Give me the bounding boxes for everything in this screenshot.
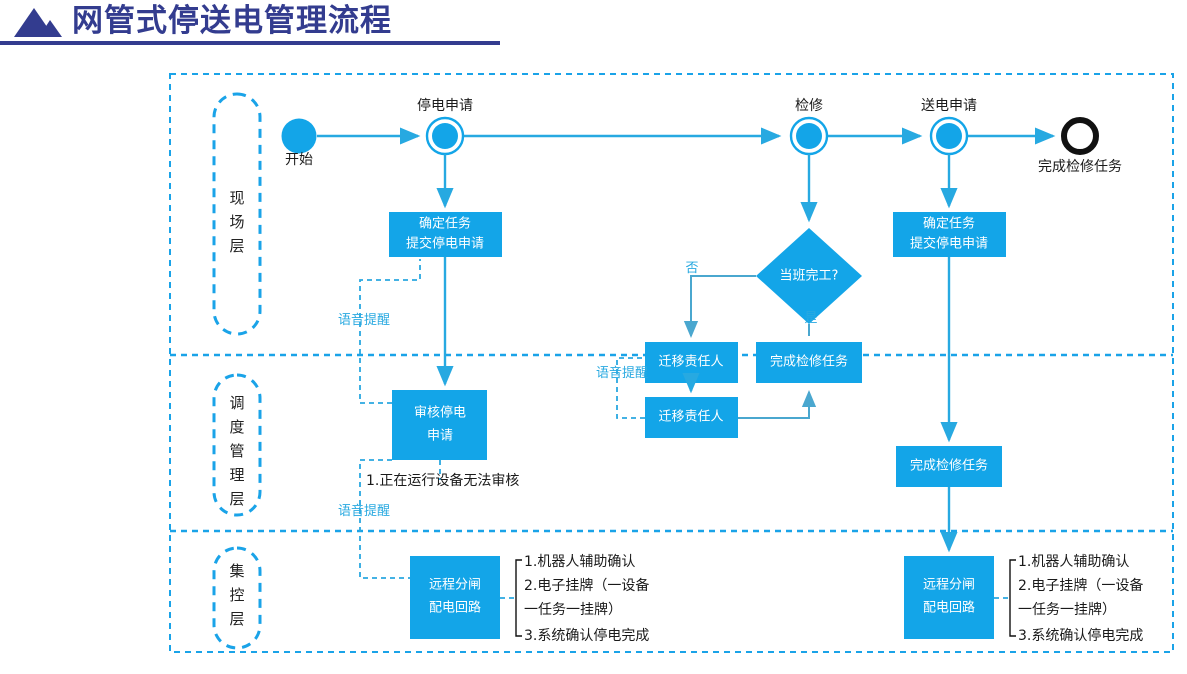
edge-voice-reminder-3 bbox=[359, 459, 410, 579]
node-maintenance[interactable]: 检修 bbox=[789, 98, 829, 156]
edge-voice-reminder-1 bbox=[359, 259, 421, 404]
box-review-outage-line1: 审核停电 bbox=[414, 405, 466, 421]
node-outage-request-label: 停电申请 bbox=[417, 97, 473, 114]
node-maintenance-label: 检修 bbox=[795, 98, 823, 114]
note-left-line-4: 3.系统确认停电完成 bbox=[524, 627, 649, 644]
node-start-label: 开始 bbox=[285, 152, 313, 168]
box-remote-breaker-left[interactable]: 远程分闸 配电回路 bbox=[410, 556, 500, 639]
node-power-request[interactable]: 送电申请 bbox=[921, 98, 977, 156]
note-review-outage: 1.正在运行设备无法审核 bbox=[366, 472, 519, 489]
note-right-line-2: 2.电子挂牌（一设备 bbox=[1018, 577, 1143, 594]
box-confirm-task-right-line2: 提交停电申请 bbox=[910, 236, 988, 252]
box-transfer-owner-dispatch-label: 迁移责任人 bbox=[658, 410, 723, 425]
brace-right bbox=[1009, 559, 1016, 637]
flow-diagram: 现场层 调度管理层 集控层 开始 停电申请 bbox=[0, 48, 1187, 674]
edge-voice-reminder-1-label: 语音提醒 bbox=[338, 312, 390, 328]
box-review-outage-line2: 申请 bbox=[427, 429, 453, 444]
edge-voice-reminder-2-label: 语音提醒 bbox=[596, 365, 648, 381]
title-underline bbox=[0, 41, 500, 45]
box-review-outage[interactable]: 审核停电 申请 bbox=[392, 390, 487, 460]
note-left-line-1: 1.机器人辅助确认 bbox=[524, 554, 635, 570]
sidebar-item-dispatch[interactable]: 调度管理层 bbox=[212, 373, 262, 517]
lane-label-site: 现场层 bbox=[229, 189, 244, 255]
decision-yes-label: 是 bbox=[804, 311, 817, 326]
note-left-line-3: 一任务一挂牌） bbox=[524, 601, 622, 618]
box-finish-task-site-label: 完成检修任务 bbox=[770, 354, 848, 370]
box-transfer-owner-site[interactable]: 迁移责任人 bbox=[645, 342, 738, 383]
box-confirm-task-left-line2: 提交停电申请 bbox=[406, 236, 484, 252]
decision-no-label: 否 bbox=[685, 261, 698, 276]
node-outage-request[interactable]: 停电申请 bbox=[417, 97, 473, 156]
note-remote-breaker-right: 1.机器人辅助确认 2.电子挂牌（一设备 一任务一挂牌） 3.系统确认停电完成 bbox=[1018, 554, 1143, 644]
box-confirm-task-left-line1: 确定任务 bbox=[419, 216, 471, 232]
brace-left bbox=[515, 559, 522, 637]
decision-shift-complete[interactable]: 当班完工? bbox=[756, 228, 862, 324]
node-end[interactable]: 完成检修任务 bbox=[1038, 117, 1122, 175]
note-right-line-4: 3.系统确认停电完成 bbox=[1018, 627, 1143, 644]
box-finish-task-dispatch[interactable]: 完成检修任务 bbox=[896, 446, 1002, 487]
box-remote-breaker-right[interactable]: 远程分闸 配电回路 bbox=[904, 556, 994, 639]
page-header: 网管式停送电管理流程 bbox=[0, 0, 1187, 48]
sidebar-item-control[interactable]: 集控层 bbox=[212, 546, 262, 650]
note-right-line-1: 1.机器人辅助确认 bbox=[1018, 554, 1129, 570]
box-remote-breaker-left-line2: 配电回路 bbox=[429, 600, 481, 616]
note-remote-breaker-left: 1.机器人辅助确认 2.电子挂牌（一设备 一任务一挂牌） 3.系统确认停电完成 bbox=[524, 554, 649, 644]
box-remote-breaker-left-line1: 远程分闸 bbox=[429, 578, 481, 593]
node-start[interactable]: 开始 bbox=[281, 118, 317, 169]
box-confirm-task-left[interactable]: 确定任务 提交停电申请 bbox=[389, 212, 502, 257]
edge-transfer-dispatch-to-finish-site bbox=[738, 389, 817, 419]
box-remote-breaker-right-line1: 远程分闸 bbox=[923, 578, 975, 593]
box-transfer-owner-site-label: 迁移责任人 bbox=[658, 355, 723, 370]
box-finish-task-dispatch-label: 完成检修任务 bbox=[910, 458, 988, 474]
edge-voice-reminder-2 bbox=[616, 357, 645, 419]
mountain-triangle-icon bbox=[14, 8, 62, 37]
edge-decision-no bbox=[683, 275, 756, 339]
node-end-label: 完成检修任务 bbox=[1038, 159, 1122, 175]
note-left-line-2: 2.电子挂牌（一设备 bbox=[524, 577, 649, 594]
decision-label: 当班完工? bbox=[780, 269, 839, 284]
sidebar-item-site[interactable]: 现场层 bbox=[212, 92, 262, 336]
box-remote-breaker-right-line2: 配电回路 bbox=[923, 600, 975, 616]
page-title: 网管式停送电管理流程 bbox=[72, 3, 392, 38]
box-transfer-owner-dispatch[interactable]: 迁移责任人 bbox=[645, 397, 738, 438]
box-confirm-task-right[interactable]: 确定任务 提交停电申请 bbox=[893, 212, 1006, 257]
note-right-line-3: 一任务一挂牌） bbox=[1018, 601, 1116, 618]
node-power-request-label: 送电申请 bbox=[921, 98, 977, 114]
lane-label-dispatch: 调度管理层 bbox=[229, 394, 244, 508]
swimlane-frame bbox=[169, 73, 1174, 653]
lane-label-control: 集控层 bbox=[229, 562, 244, 628]
edge-voice-reminder-3-label: 语音提醒 bbox=[338, 503, 390, 519]
box-confirm-task-right-line1: 确定任务 bbox=[923, 216, 975, 232]
box-finish-task-site[interactable]: 完成检修任务 bbox=[756, 342, 862, 383]
